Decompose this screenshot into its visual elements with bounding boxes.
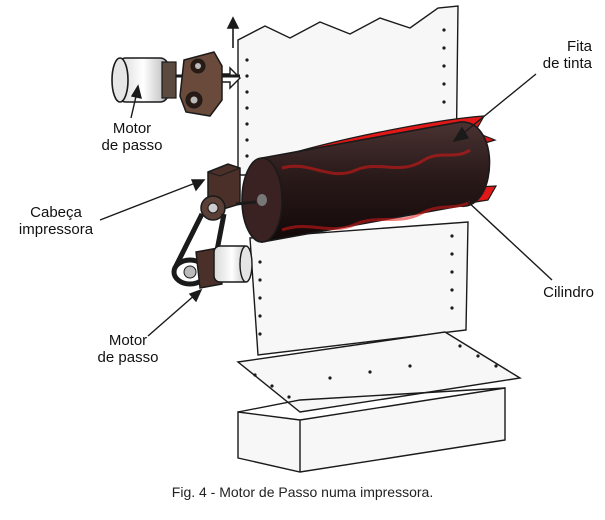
figure-caption: Fig. 4 - Motor de Passo numa impressora. [171,484,434,500]
bottom-motor-label-line1: Motor [108,332,148,349]
ink-ribbon-label: Fita de tinta [512,38,592,72]
print-head-label-line2: impressora [18,221,94,238]
bottom-stepper-motor [195,245,253,289]
bottom-motor-label: Motor de passo [80,332,176,366]
top-stepper-motor [111,57,240,103]
ink-ribbon-label-line1: Fita [566,38,592,55]
platen-cylinder [235,121,491,243]
top-motor-label-line2: de passo [101,137,163,154]
paper-up-arrow-icon [226,16,240,48]
print-head-label: Cabeça impressora [6,204,106,238]
ink-ribbon-label-line2: de tinta [542,55,592,72]
top-motor-label: Motor de passo [84,120,180,154]
top-gearbox [179,51,223,117]
cylinder-label: Cilindro [543,284,594,301]
paper-sheet [236,5,522,473]
paper-sprocket-holes [245,28,498,399]
print-head-label-line1: Cabeça [30,204,82,221]
bottom-motor-label-line2: de passo [97,349,159,366]
top-motor-label-line1: Motor [112,120,152,137]
callout-arrows [99,73,553,337]
